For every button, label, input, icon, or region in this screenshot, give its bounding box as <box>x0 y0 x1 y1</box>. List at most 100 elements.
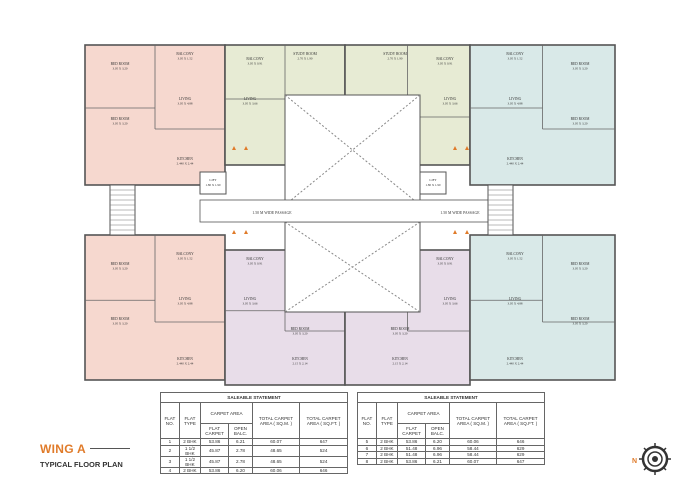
entrance-marker-icon <box>453 230 457 234</box>
room-name: STUDY ROOM <box>293 52 317 56</box>
lift-label: LIFT <box>429 178 437 182</box>
table-cell: 647 <box>496 457 545 465</box>
header-open-balc: OPEN BALC. <box>228 423 253 439</box>
room-size: 2.440 X 2.44 <box>177 362 194 366</box>
void-cross-bottom <box>284 221 421 313</box>
table-cell: 53.86 <box>397 457 427 465</box>
room-size: 3.05 X 3.20 <box>112 67 127 71</box>
room-name: BED ROOM <box>111 117 131 121</box>
header-carpet-area: CARPET AREA <box>200 402 253 424</box>
room-name: BALCONY <box>176 52 194 56</box>
room-name: KITCHEN <box>177 157 193 161</box>
room-name: KITCHEN <box>177 357 193 361</box>
table-cell: 2 BHK <box>178 466 202 474</box>
room-name: LIVING <box>244 97 257 101</box>
room-size: 3.05 X 3.66 <box>242 102 257 106</box>
room-name: LIVING <box>444 97 457 101</box>
room-name: LIVING <box>509 297 522 301</box>
room-name: KITCHEN <box>507 357 523 361</box>
table-cell: 8 <box>357 457 377 465</box>
table-cell: 2.78 <box>228 444 253 457</box>
room-name: LIVING <box>179 297 192 301</box>
room-name: BALCONY <box>176 252 194 256</box>
table-cell: 60.07 <box>448 457 498 465</box>
entrance-marker-icon <box>453 146 457 150</box>
table-cell: 45.87 <box>200 444 230 457</box>
table-cell: 6.20 <box>228 466 253 474</box>
header-open-balc: OPEN BALC. <box>425 423 450 439</box>
room-name: BED ROOM <box>571 262 591 266</box>
table-cell: 524 <box>299 444 348 457</box>
room-name: KITCHEN <box>507 157 523 161</box>
lift-size: 1.80 X 1.90 <box>205 183 220 187</box>
room-name: BALCONY <box>436 257 454 261</box>
room-size: 3.05 X 3.66 <box>442 302 457 306</box>
header-total-sqft: TOTAL CARPET AREA ( SQ.FT. ) <box>496 402 545 439</box>
room-size: 3.05 X 0.91 <box>437 262 452 266</box>
table-cell: 2.78 <box>228 455 253 468</box>
room-size: 2.440 X 2.44 <box>507 162 524 166</box>
passage-label-right: 1.50 M WIDE PASSAGE <box>440 211 480 215</box>
room-size: 3.05 X 3.66 <box>442 102 457 106</box>
lift-label: LIFT <box>209 178 217 182</box>
room-size: 2.70 X 1.90 <box>297 57 312 61</box>
entrance-marker-icon <box>465 230 469 234</box>
table-cell: 45.87 <box>200 455 230 468</box>
header-flat-carpet: FLAT CARPET <box>200 423 230 439</box>
room-name: BED ROOM <box>571 117 591 121</box>
header-flat-carpet: FLAT CARPET <box>397 423 427 439</box>
room-name: BALCONY <box>436 57 454 61</box>
room-size: 3.05 X 3.20 <box>572 322 587 326</box>
room-name: STUDY ROOM <box>383 52 407 56</box>
room-size: 2.15 X 2.14 <box>392 362 407 366</box>
table-cell: 60.06 <box>251 466 301 474</box>
table-cell: 6.21 <box>425 457 450 465</box>
passage-label-left: 1.50 M WIDE PASSAGE <box>252 211 292 215</box>
header-flat-type: FLAT TYPE <box>375 402 399 439</box>
room-size: 3.05 X 3.20 <box>112 122 127 126</box>
room-size: 3.05 X 1.52 <box>507 57 522 61</box>
compass-icon <box>639 443 671 475</box>
table-title: SALEABLE STATEMENT <box>357 392 545 403</box>
header-total-sqft: TOTAL CARPET AREA ( SQ.FT. ) <box>299 402 348 439</box>
header-total-sqm: TOTAL CARPET AREA ( SQ.M. ) <box>448 402 498 439</box>
room-size: 3.05 X 1.52 <box>177 257 192 261</box>
room-size: 2.15 X 2.14 <box>292 362 307 366</box>
room-size: 2.440 X 2.44 <box>177 162 194 166</box>
entrance-marker-icon <box>232 146 236 150</box>
room-size: 3.05 X 4.88 <box>177 302 192 306</box>
room-name: LIVING <box>509 97 522 101</box>
header-total-sqm: TOTAL CARPET AREA ( SQ.M. ) <box>251 402 301 439</box>
room-name: BED ROOM <box>391 327 411 331</box>
room-size: 2.440 X 2.44 <box>507 362 524 366</box>
room-name: LIVING <box>444 297 457 301</box>
header-flat-no: FLAT NO. <box>357 402 377 439</box>
wing-title: WING A <box>40 442 87 456</box>
room-size: 3.05 X 0.91 <box>247 62 262 66</box>
room-name: KITCHEN <box>292 357 308 361</box>
room-size: 3.05 X 3.20 <box>572 67 587 71</box>
room-size: 3.05 X 0.91 <box>437 62 452 66</box>
room-size: 3.05 X 3.20 <box>112 322 127 326</box>
table-cell: 3 <box>160 455 180 468</box>
lift-size: 1.80 X 1.90 <box>425 183 440 187</box>
room-name: BED ROOM <box>111 62 131 66</box>
plan-subtitle: TYPICAL FLOOR PLAN <box>40 460 123 469</box>
table-cell: 646 <box>299 466 348 474</box>
table-cell: 1 1/2 BHK <box>178 455 202 468</box>
table-cell: 48.65 <box>251 444 301 457</box>
void-cross-top <box>284 94 421 206</box>
room-name: LIVING <box>244 297 257 301</box>
plan-title: WING A TYPICAL FLOOR PLAN <box>40 440 131 469</box>
table-cell: 2 <box>160 444 180 457</box>
table-cell: 53.86 <box>200 466 230 474</box>
entrance-marker-icon <box>232 230 236 234</box>
header-carpet-area: CARPET AREA <box>397 402 450 424</box>
table-cell: 4 <box>160 466 180 474</box>
room-size: 3.05 X 3.20 <box>112 267 127 271</box>
table-cell: 524 <box>299 455 348 468</box>
